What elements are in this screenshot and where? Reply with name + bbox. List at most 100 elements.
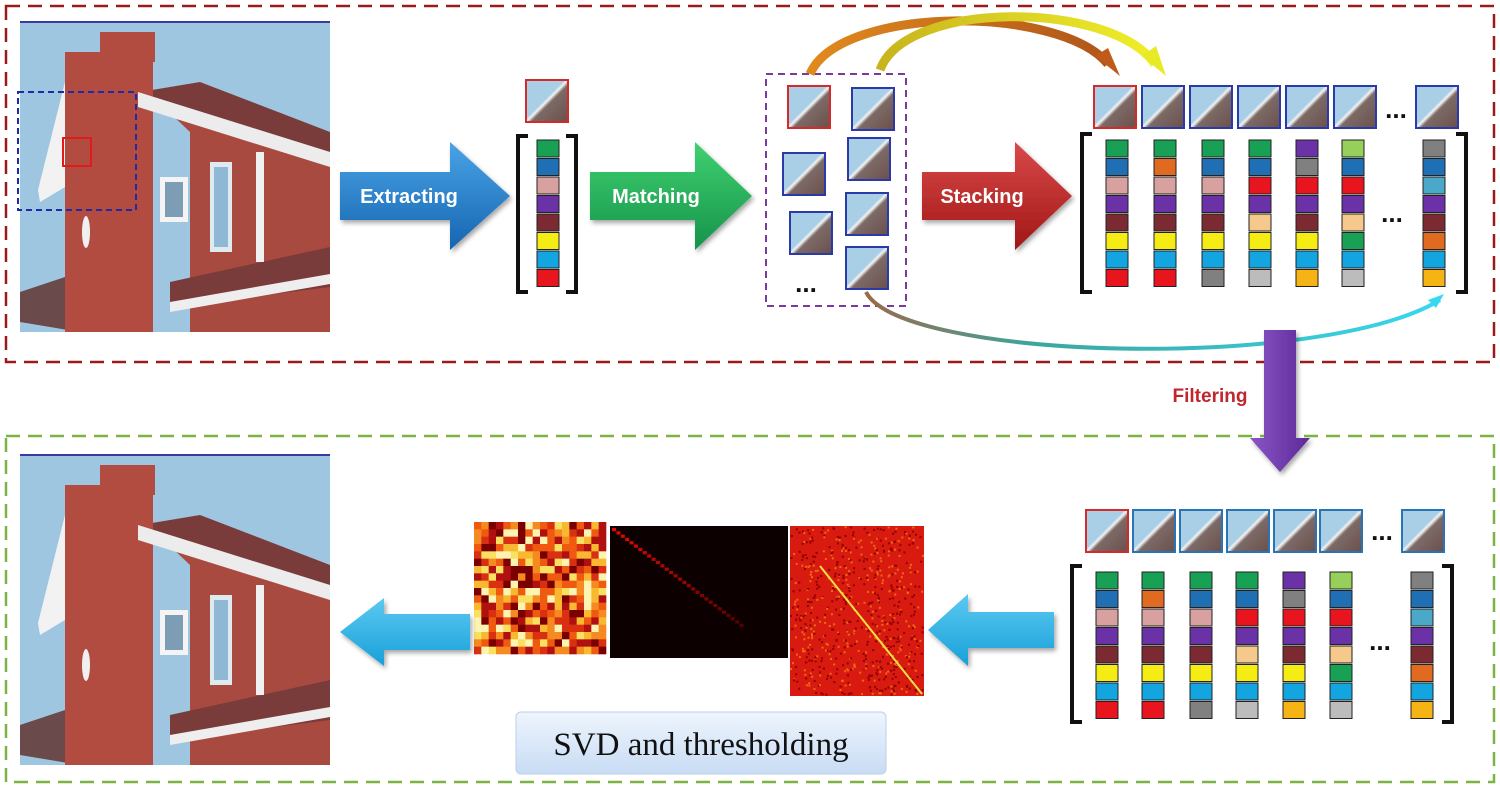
heatmap-cell (540, 588, 548, 596)
color-cell (536, 176, 560, 195)
heatmap-speck (908, 537, 911, 540)
heatmap-speck (834, 572, 837, 575)
heatmap-cell (554, 573, 563, 581)
color-cell (1189, 645, 1213, 664)
heatmap-speck (824, 634, 827, 637)
heatmap-speck (841, 549, 844, 552)
heatmap-cell (481, 536, 489, 545)
heatmap-cell (540, 617, 548, 625)
heatmap-cell (474, 580, 482, 589)
color-cell (1422, 213, 1446, 232)
color-cell (1422, 250, 1446, 269)
heatmap-speck (803, 650, 806, 653)
heatmap-speck (907, 625, 910, 628)
heatmap-speck (809, 624, 812, 627)
heatmap-cell (554, 536, 563, 545)
heatmap-speck (892, 532, 895, 535)
heatmap-cell (547, 646, 555, 655)
heatmap-speck (871, 610, 874, 613)
heatmap-speck (811, 668, 814, 671)
heatmap-speck (846, 583, 849, 586)
heatmap-speck (811, 637, 814, 640)
heatmap-speck (820, 660, 823, 663)
heatmap-speck (896, 585, 899, 588)
heatmap-speck (890, 693, 893, 696)
heatmap-cell (532, 558, 541, 567)
search-window-box (17, 91, 137, 211)
heatmap-cell (540, 610, 548, 618)
heatmap-speck (890, 685, 893, 688)
heatmap-cell (532, 580, 541, 589)
heatmap-speck (801, 631, 804, 634)
heatmap-cell (496, 617, 504, 625)
heatmap-speck (880, 560, 883, 563)
heatmap-speck (836, 563, 839, 566)
filtering-stage-frame (4, 434, 1496, 784)
heatmap-cell (562, 544, 570, 552)
heatmap-speck (810, 612, 813, 615)
image-patch (1333, 85, 1377, 129)
heatmap-cell (488, 551, 497, 559)
heatmap-speck (893, 692, 896, 695)
heatmap-cell (503, 639, 511, 647)
heatmap-speck (910, 563, 913, 566)
group-column (1422, 139, 1446, 287)
heatmap-speck (863, 557, 866, 560)
heatmap-speck (836, 595, 839, 598)
heatmap-speck (894, 572, 897, 575)
heatmap-cell (525, 580, 533, 589)
heatmap-speck (912, 624, 915, 627)
heatmap-speck (807, 636, 810, 639)
heatmap-cell (474, 610, 482, 618)
heatmap-cell (562, 580, 570, 589)
heatmap-speck (887, 670, 890, 673)
heatmap-cell (547, 588, 555, 596)
heatmap-speck (837, 596, 840, 599)
heatmap-speck (898, 600, 901, 603)
heatmap-cell (576, 573, 585, 581)
filtered-column (1235, 571, 1259, 719)
heatmap-speck (881, 582, 884, 585)
singular-value-cell (673, 574, 678, 578)
heatmap-speck (891, 687, 894, 690)
heatmap-cell (496, 580, 504, 589)
heatmap-speck (826, 606, 829, 609)
heatmap-speck (907, 588, 910, 591)
heatmap-speck (795, 636, 798, 639)
heatmap-cell (562, 551, 570, 559)
heatmap-speck (883, 616, 886, 619)
heatmap-speck (882, 579, 885, 582)
heatmap-cell (591, 602, 599, 611)
heatmap-speck (858, 577, 861, 580)
heatmap-speck (890, 622, 893, 625)
heatmap-speck (803, 541, 806, 544)
heatmap-speck (911, 666, 914, 669)
heatmap-speck (828, 569, 831, 572)
singular-value-cell (629, 541, 634, 545)
heatmap-speck (810, 606, 813, 609)
heatmap-speck (833, 663, 836, 666)
heatmap-speck (852, 632, 855, 635)
heatmap-cell (562, 558, 570, 567)
heatmap-speck (881, 619, 884, 622)
heatmap-speck (796, 614, 799, 617)
singular-value-cell (730, 617, 735, 621)
heatmap-speck (906, 591, 909, 594)
color-cell (1235, 645, 1259, 664)
heatmap-cell (474, 558, 482, 567)
heatmap-speck (824, 557, 827, 560)
color-cell (1295, 269, 1319, 287)
heatmap-speck (828, 624, 831, 627)
heatmap-cell (547, 624, 555, 633)
color-cell (1282, 664, 1306, 682)
heatmap-cell (518, 580, 526, 589)
heatmap-speck (882, 529, 885, 532)
color-cell (1201, 139, 1225, 158)
heatmap-cell (554, 639, 563, 647)
heatmap-speck (862, 652, 865, 655)
heatmap-speck (842, 598, 845, 601)
heatmap-cell (481, 522, 489, 530)
heatmap-speck (793, 603, 796, 606)
heatmap-cell (496, 522, 504, 530)
heatmap-cell (576, 602, 585, 611)
